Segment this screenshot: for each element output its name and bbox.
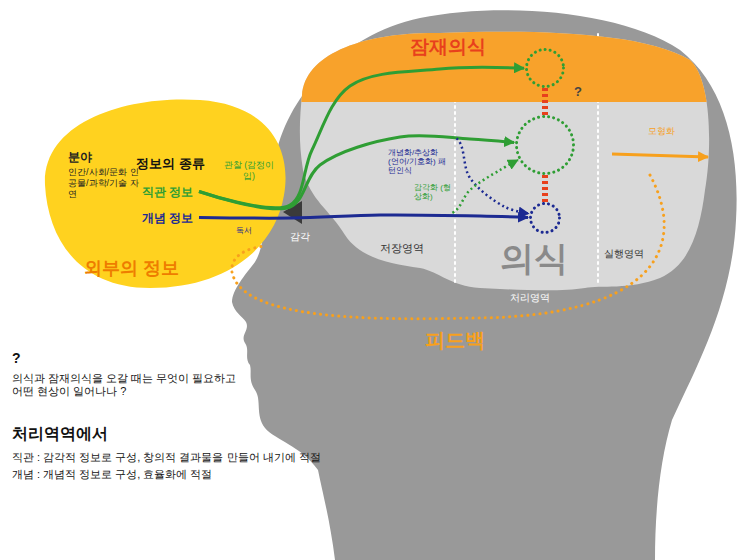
modeling-arrow (612, 154, 708, 157)
concept-info-label: 개념 정보 (140, 210, 195, 226)
circle-outline (531, 204, 560, 233)
note-line: 직관 : 감각적 정보로 구성, 창의적 결과물을 만들어 내기에 적절 (12, 451, 321, 464)
memory-circle-shape (525, 48, 565, 88)
question-mark: ? (12, 350, 21, 367)
memory-circle-shape (529, 202, 561, 234)
region-label: 실행영역 (604, 248, 644, 260)
circle-outline (527, 50, 564, 87)
connector (199, 68, 524, 208)
region-label: 처리영역 (510, 292, 550, 304)
modeling-label: 모형화 (648, 126, 675, 137)
subconscious-label: 잠재의식 (410, 36, 486, 59)
memory-circle (529, 202, 561, 234)
brain-region: 저장영역 의식처리영역 실행영역 잠재의식 (298, 28, 710, 308)
feedback-label: 피드백 (425, 328, 485, 352)
external-info-title: 외부의 정보 (84, 258, 179, 280)
reading-label: 독서 (236, 226, 252, 236)
info-type-box: 개념 정보 (140, 208, 198, 227)
note-heading: 처리역역에서 (12, 424, 108, 443)
band-fill (300, 32, 709, 102)
edge-label: 감각화 (형상화) (414, 183, 452, 201)
subconscious-band: 잠재의식 (298, 28, 710, 102)
info-kind-heading: 정보의 종류 (136, 156, 205, 172)
connector (199, 136, 514, 209)
info-type-box: 직관 정보 (140, 182, 198, 201)
memory-circle (525, 48, 565, 88)
sense-label: 감각 (290, 231, 310, 243)
note-line: 개념 : 개념적 정보로 구성, 효율화에 적절 (12, 468, 212, 481)
edge-label: 개념화/추상화 (언어/기호화) 패턴인식 (388, 148, 450, 176)
field-heading: 분야 (68, 150, 92, 164)
decorations (232, 154, 708, 319)
memory-circle-shape (515, 115, 575, 175)
feedback-loop (232, 175, 664, 319)
question-note: 의식과 잠재의식을 오갈 때는 무엇이 필요하고 어떤 현상이 일어나나 ? (12, 372, 248, 398)
intuition-info-label: 직관 정보 (140, 184, 195, 200)
connector (542, 175, 548, 202)
zone-divider (454, 100, 456, 286)
observation-label: 관찰 (감정이입) (222, 160, 276, 182)
brain-outline (300, 32, 709, 291)
head-outline (232, 10, 737, 560)
eye-cone (283, 201, 302, 224)
connector (199, 215, 528, 218)
memory-circle (515, 115, 575, 175)
external-info-blob: 분야인간/사회/문화 인공물/과학/기술 자연정보의 종류외부의 정보 직관 정보… (40, 95, 295, 293)
question-mark: ? (574, 84, 582, 100)
blob-outline (45, 99, 286, 288)
field-list: 인간/사회/문화 인공물/과학/기술 자연 (68, 167, 144, 199)
consciousness-label: 의식 (500, 238, 568, 279)
connector (199, 160, 518, 218)
connector (199, 133, 529, 213)
subconscious-band-shape (298, 28, 710, 102)
connector (542, 88, 548, 115)
region-label: 저장영역 (380, 242, 424, 255)
circle-outline (517, 117, 574, 174)
